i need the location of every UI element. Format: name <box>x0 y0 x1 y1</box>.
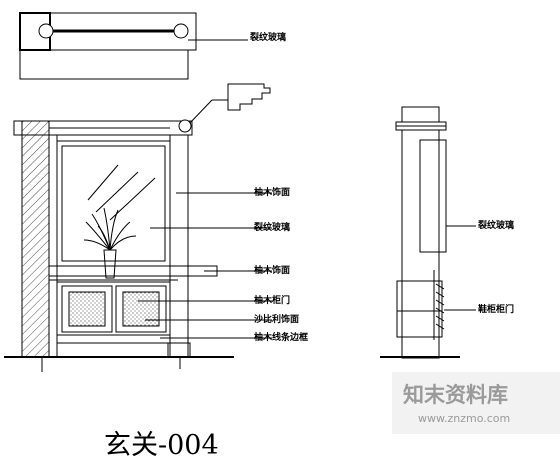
label-front-6: 柚木线条边框 <box>254 331 308 343</box>
drawing-title: 玄关-004 <box>104 430 219 461</box>
plant-icon <box>83 207 137 279</box>
label-side-glass: 裂纹玻璃 <box>477 219 514 231</box>
label-front-4: 柚木柜门 <box>254 294 290 306</box>
label-side-door: 鞋柜柜门 <box>478 303 514 315</box>
labels: 裂纹玻璃 柚木饰面 裂纹玻璃 柚木饰面 柚木柜门 沙比利饰面 柚木线条边框 裂纹… <box>249 31 514 343</box>
watermark: 知末资料库 www.znzmo.com <box>392 372 560 434</box>
label-front-5: 沙比利饰面 <box>254 313 299 325</box>
louver-icon <box>435 283 445 330</box>
cornice-detail <box>187 83 271 126</box>
label-front-1: 柚木饰面 <box>254 186 290 198</box>
front-elevation <box>4 119 234 372</box>
label-front-3: 柚木饰面 <box>254 264 290 276</box>
top-plan-view <box>19 12 248 80</box>
label-top-glass: 裂纹玻璃 <box>249 31 286 43</box>
label-front-2: 裂纹玻璃 <box>253 221 290 233</box>
side-elevation <box>380 106 476 359</box>
front-leader-lines <box>138 192 272 339</box>
watermark-name: 知末资料库 <box>403 383 508 407</box>
watermark-url: www.znzmo.com <box>418 412 510 425</box>
